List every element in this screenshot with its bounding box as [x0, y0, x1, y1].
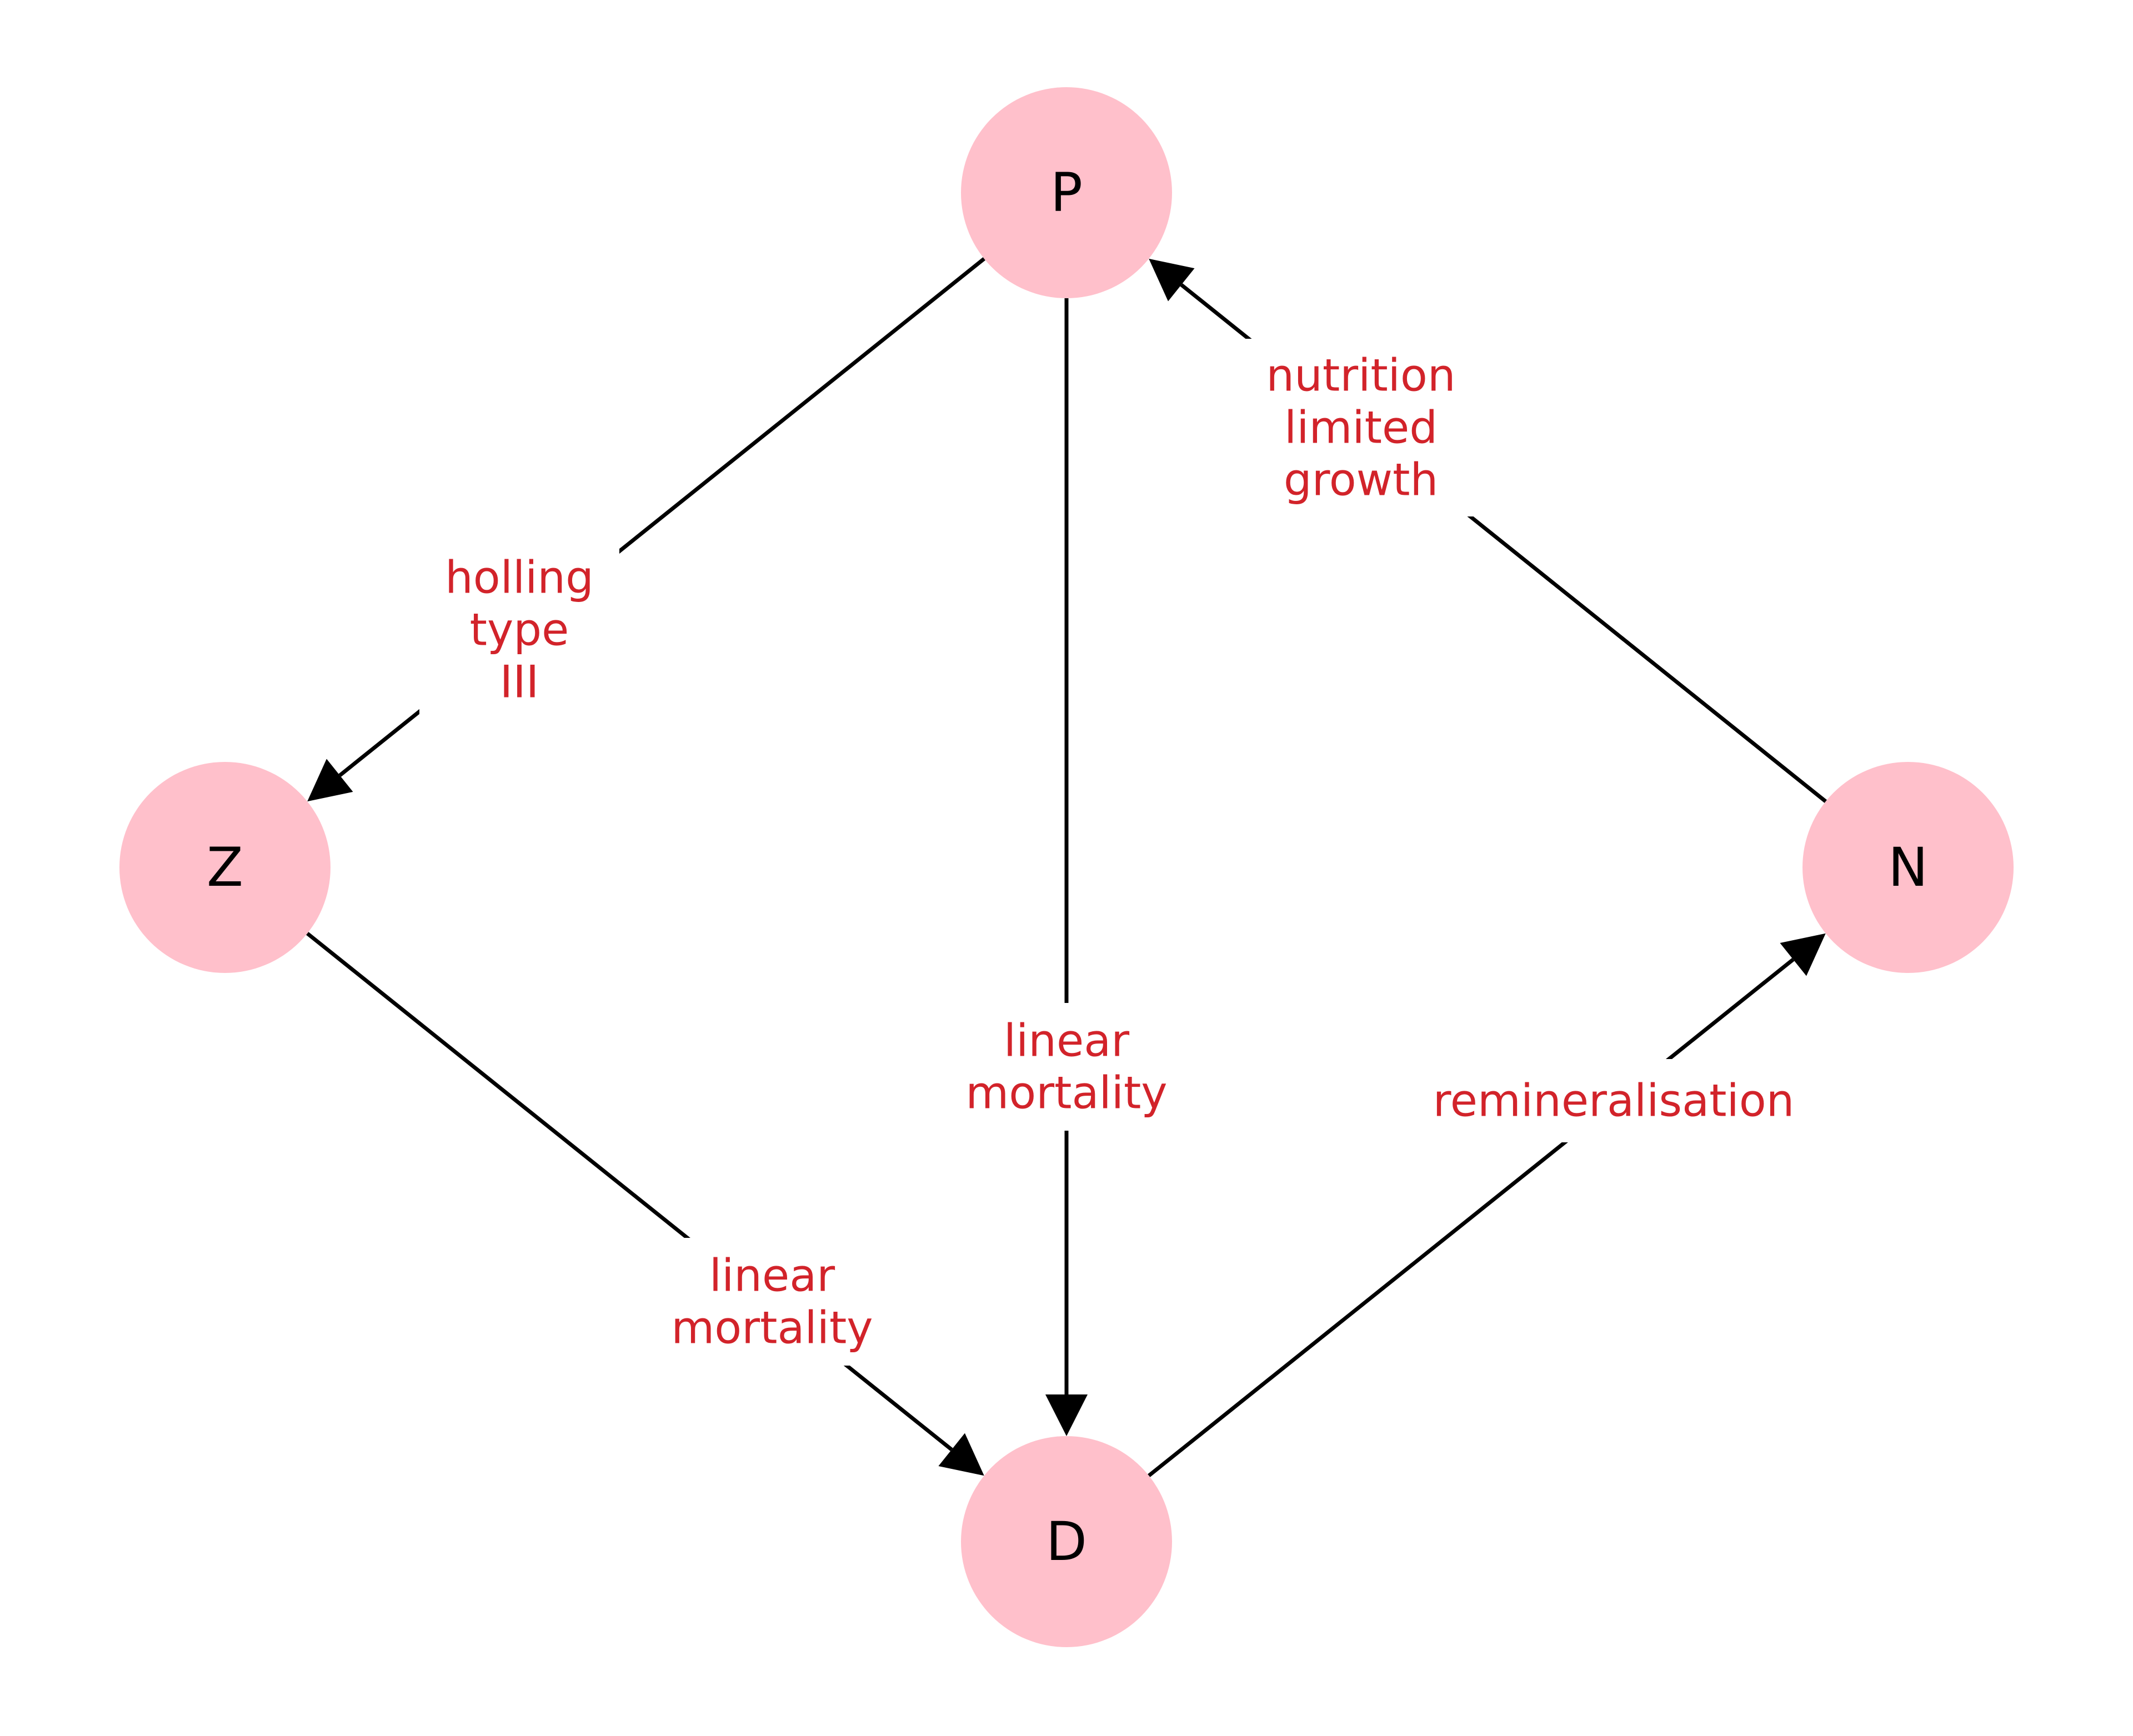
arrowhead-Z-D	[938, 1433, 984, 1476]
node-circle	[119, 762, 331, 973]
edge-label-line: type	[470, 604, 569, 656]
edge-label-line: mortality	[671, 1302, 873, 1354]
node-label: Z	[207, 836, 243, 899]
label-clear-box	[1239, 339, 1483, 516]
edge-line-D-N	[1148, 957, 1795, 1477]
edge-label-line: limited	[1284, 402, 1438, 454]
node-N: N	[1802, 762, 2014, 973]
node-circle	[961, 1436, 1172, 1647]
label-clear-box	[1414, 1059, 1814, 1142]
edge-label-line: linear	[709, 1250, 835, 1302]
node-Z: Z	[119, 762, 331, 973]
nodes-layer: P Z N D	[119, 87, 2014, 1647]
edge-label-line: nutrition	[1266, 350, 1455, 402]
node-circle	[1802, 762, 2014, 973]
edge-label-line: mortality	[965, 1067, 1167, 1119]
node-D: D	[961, 1436, 1172, 1647]
node-label: D	[1046, 1511, 1087, 1573]
node-label: N	[1888, 836, 1928, 899]
edge-labels-layer: hollingtypeIIIlinearmortalitynutritionli…	[419, 339, 1814, 1366]
node-label: P	[1050, 162, 1083, 224]
edge-label-line: linear	[1004, 1015, 1129, 1067]
label-clear-box	[650, 1238, 894, 1366]
edge-D-N	[1148, 933, 1826, 1477]
arrowhead-P-D	[1045, 1394, 1088, 1436]
edge-label-line: growth	[1284, 454, 1438, 506]
edge-P-D	[1045, 298, 1088, 1436]
arrowhead-P-Z	[307, 759, 353, 802]
edge-label-line: III	[500, 656, 539, 708]
arrowhead-N-P	[1149, 258, 1195, 302]
node-circle	[961, 87, 1172, 298]
label-clear-box	[950, 1003, 1183, 1131]
edge-label-D-N: remineralisation	[1414, 1059, 1814, 1142]
label-clear-box	[419, 541, 619, 719]
edge-label-line: holling	[445, 552, 594, 604]
arrowhead-D-N	[1780, 933, 1826, 976]
node-P: P	[961, 87, 1172, 298]
edge-label-line: remineralisation	[1433, 1075, 1795, 1127]
